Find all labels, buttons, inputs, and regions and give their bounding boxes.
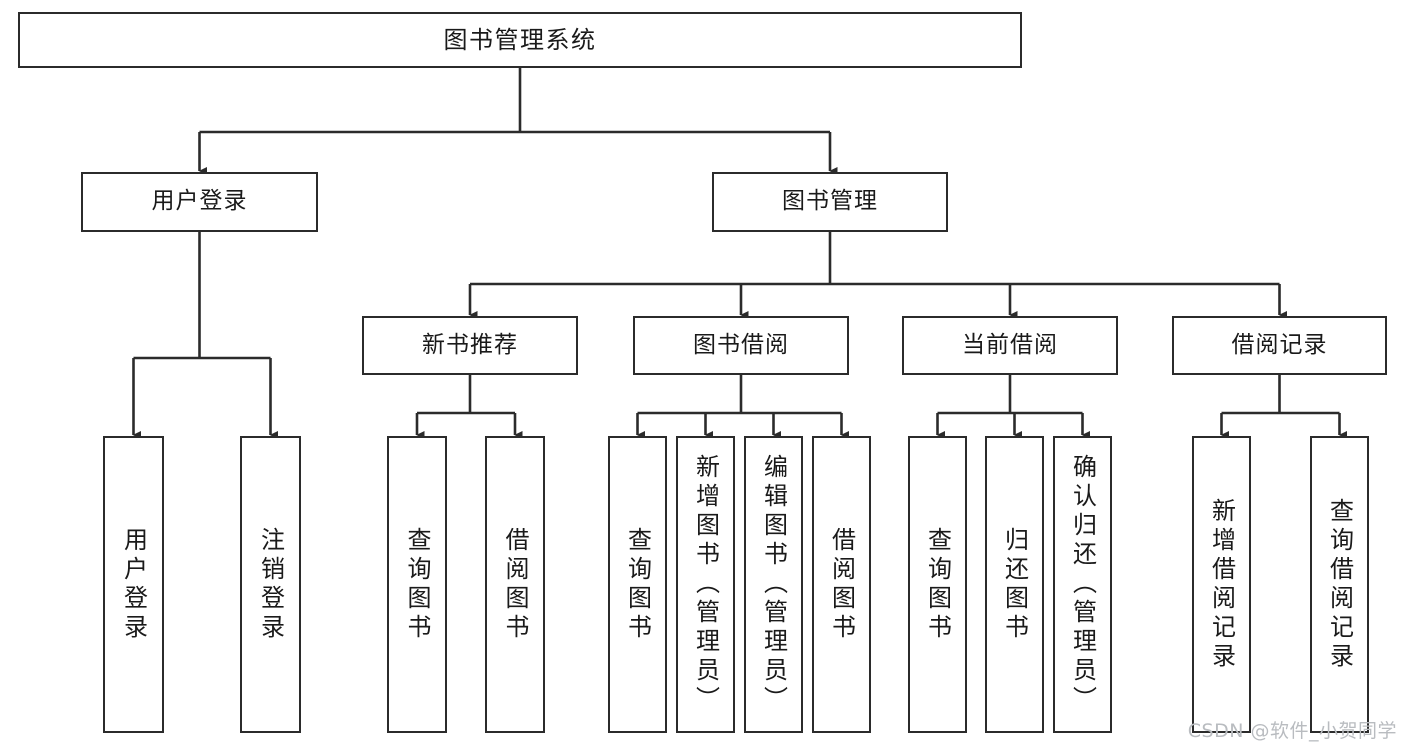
leaf-return-book-label: 归还图书 <box>1000 526 1029 643</box>
node-book-management[interactable]: 图书管理 <box>712 172 948 232</box>
leaf-add-book[interactable]: 新增图书（管理员） <box>676 436 735 733</box>
node-new-book-recommend[interactable]: 新书推荐 <box>362 316 578 375</box>
node-book-management-label: 图书管理 <box>782 188 878 215</box>
node-user-login[interactable]: 用户登录 <box>81 172 318 232</box>
leaf-query-book-current-label: 查询图书 <box>923 526 952 643</box>
leaf-confirm-return-label: 确认归还（管理员） <box>1068 454 1097 715</box>
node-root[interactable]: 图书管理系统 <box>18 12 1022 68</box>
leaf-user-login[interactable]: 用户登录 <box>103 436 164 733</box>
node-borrow-record-label: 借阅记录 <box>1231 331 1328 358</box>
leaf-confirm-return[interactable]: 确认归还（管理员） <box>1053 436 1112 733</box>
leaf-query-book-current[interactable]: 查询图书 <box>908 436 967 733</box>
leaf-borrow-book-label: 借阅图书 <box>827 526 856 643</box>
node-user-login-label: 用户登录 <box>151 188 248 215</box>
leaf-query-book-borrow-label: 查询图书 <box>623 526 652 643</box>
node-new-book-recommend-label: 新书推荐 <box>422 331 518 358</box>
leaf-user-login-label: 用户登录 <box>119 526 148 643</box>
leaf-query-borrow-record-label: 查询借阅记录 <box>1325 497 1354 672</box>
leaf-borrow-book-recommend-label: 借阅图书 <box>501 526 529 643</box>
node-current-borrow-label: 当前借阅 <box>962 331 1058 358</box>
leaf-borrow-book-recommend[interactable]: 借阅图书 <box>485 436 545 733</box>
node-borrow-record[interactable]: 借阅记录 <box>1172 316 1387 375</box>
leaf-add-borrow-record-label: 新增借阅记录 <box>1207 497 1236 672</box>
node-root-label: 图书管理系统 <box>443 25 597 54</box>
node-book-borrow[interactable]: 图书借阅 <box>633 316 849 375</box>
leaf-query-book-recommend[interactable]: 查询图书 <box>387 436 447 733</box>
leaf-return-book[interactable]: 归还图书 <box>985 436 1044 733</box>
leaf-logout[interactable]: 注销登录 <box>240 436 301 733</box>
node-current-borrow[interactable]: 当前借阅 <box>902 316 1118 375</box>
leaf-query-borrow-record[interactable]: 查询借阅记录 <box>1310 436 1369 733</box>
leaf-edit-book[interactable]: 编辑图书（管理员） <box>744 436 803 733</box>
leaf-query-book-borrow[interactable]: 查询图书 <box>608 436 667 733</box>
leaf-edit-book-label: 编辑图书（管理员） <box>759 454 788 715</box>
leaf-query-book-recommend-label: 查询图书 <box>403 526 431 643</box>
leaf-add-borrow-record[interactable]: 新增借阅记录 <box>1192 436 1251 733</box>
leaf-add-book-label: 新增图书（管理员） <box>691 454 720 715</box>
watermark: CSDN @软件_小贺同学 <box>1187 720 1397 742</box>
leaf-borrow-book[interactable]: 借阅图书 <box>812 436 871 733</box>
leaf-logout-label: 注销登录 <box>256 526 285 643</box>
node-book-borrow-label: 图书借阅 <box>693 331 789 358</box>
